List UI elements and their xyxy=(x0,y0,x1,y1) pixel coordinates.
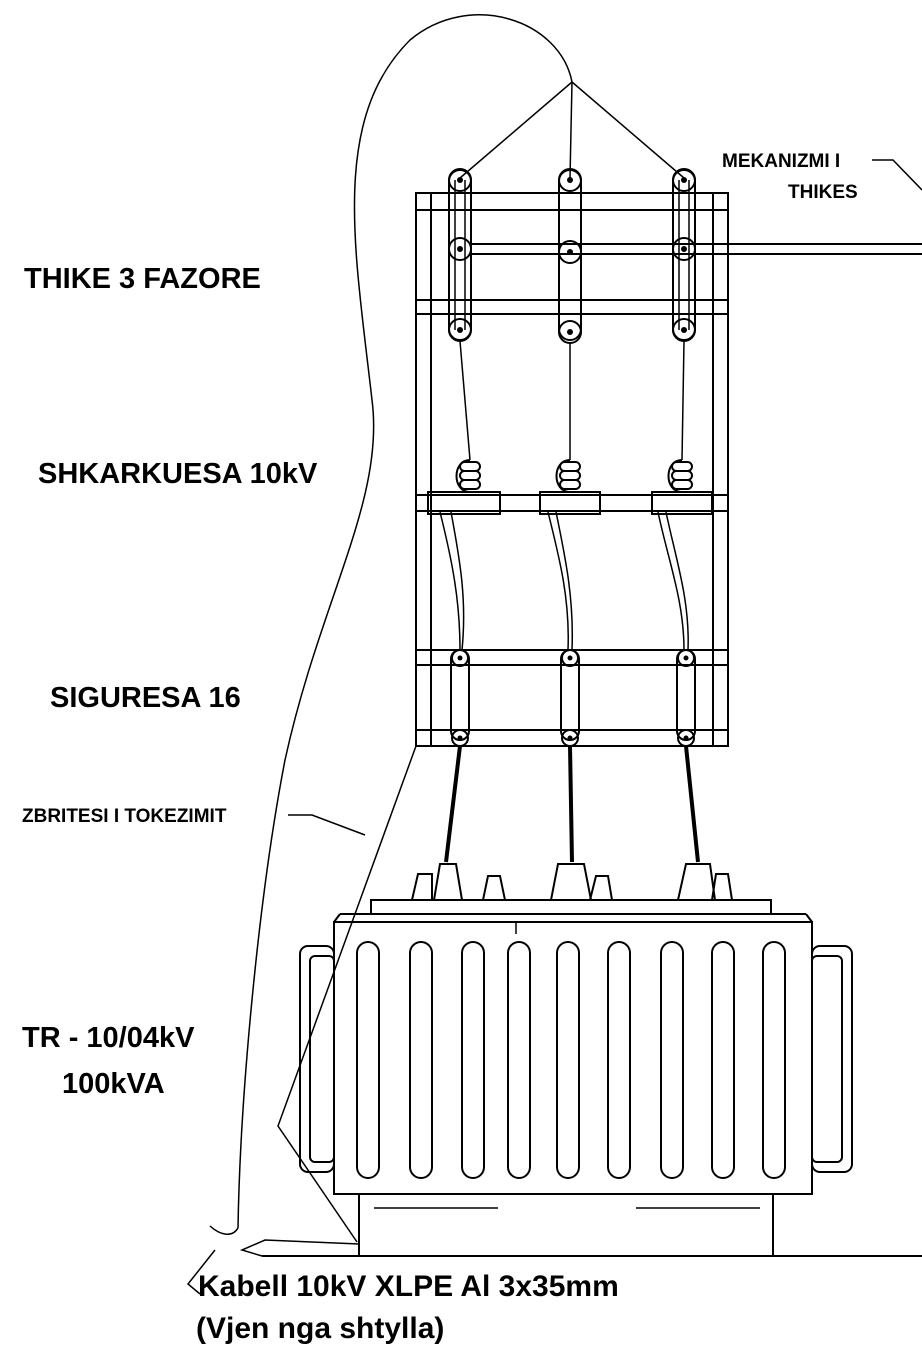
cable-leader xyxy=(186,1249,216,1295)
grounding-leader xyxy=(288,814,366,836)
cable-label-line2: (Vjen nga shtylla) xyxy=(196,1312,444,1345)
mechanism-label-line1: MEKANIZMI I xyxy=(722,151,840,172)
mechanism-leader xyxy=(872,159,922,191)
grounding-label: ZBRITESI I TOKEZIMIT xyxy=(22,806,227,827)
cable-label-line1: Kabell 10kV XLPE Al 3x35mm xyxy=(198,1270,619,1303)
arrester-label: SHKARKUESA 10kV xyxy=(38,458,318,490)
cable-ground-entry xyxy=(239,1239,360,1257)
frame xyxy=(415,192,729,747)
transformer-label-line1: TR - 10/04kV xyxy=(22,1022,195,1054)
transformer xyxy=(299,863,853,1257)
grounding-conductor xyxy=(277,745,417,1243)
transformer-label-line2: 100kVA xyxy=(62,1068,165,1100)
incoming-cable-end xyxy=(209,1225,239,1235)
mechanism-label-line2: THIKES xyxy=(788,182,858,203)
incoming-cable xyxy=(237,14,573,1229)
fuses xyxy=(450,649,696,747)
switch-label: THIKE 3 FAZORE xyxy=(24,263,261,295)
fuse-label: SIGURESA 16 xyxy=(50,682,241,714)
switch-3-phase xyxy=(448,168,922,344)
surge-arresters xyxy=(427,459,713,515)
